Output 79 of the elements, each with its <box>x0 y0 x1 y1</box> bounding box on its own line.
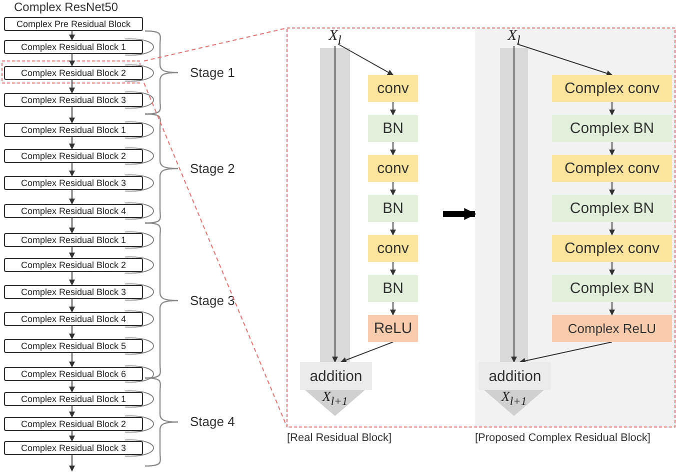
arrow <box>69 80 75 94</box>
zoom-guide-line <box>144 28 288 62</box>
arrow <box>69 298 75 313</box>
arrow <box>69 30 75 41</box>
residual-block-box: Complex Residual Block 3 <box>4 176 143 190</box>
arrow <box>69 406 75 418</box>
residual-block-box: Complex Residual Block 3 <box>4 285 143 299</box>
arrow <box>69 272 75 286</box>
conv-layer-box: Complex conv <box>552 155 672 182</box>
residual-block-box: Complex Residual Block 1 <box>4 123 143 137</box>
arrow <box>69 106 75 124</box>
arrow <box>69 380 75 393</box>
arrow <box>69 454 75 472</box>
relu-box: Complex ReLU <box>552 315 672 342</box>
batch-norm-box: BN <box>368 115 418 142</box>
arrow <box>390 222 396 236</box>
residual-block-box: Complex Residual Block 1 <box>4 392 143 406</box>
residual-block-box: Complex Residual Block 2 <box>4 149 143 163</box>
conv-layer-box: conv <box>368 235 418 262</box>
arrow <box>519 342 612 364</box>
input-label: X$_{l}$ <box>315 30 355 46</box>
residual-block-box: Complex Residual Block 1 <box>4 233 143 247</box>
relu-box: ReLU <box>368 315 418 342</box>
residual-block-box: Complex Residual Block 6 <box>4 367 143 381</box>
input-label: X$_{l}$ <box>494 30 534 46</box>
addition-box: addition <box>300 362 372 390</box>
conv-layer-box: conv <box>368 75 418 102</box>
arrow <box>511 46 517 363</box>
batch-norm-box: BN <box>368 275 418 302</box>
arrow <box>390 302 396 316</box>
diagram-title: Complex ResNet50 <box>14 0 118 14</box>
stage-label: Stage 4 <box>190 414 235 429</box>
conv-layer-box: Complex conv <box>552 75 672 102</box>
residual-block-box: Complex Residual Block 4 <box>4 312 143 326</box>
batch-norm-box: Complex BN <box>552 275 672 302</box>
arrow <box>609 182 615 196</box>
residual-block-box: Complex Residual Block 2 <box>4 417 143 431</box>
arrow <box>69 352 75 368</box>
residual-block-box: Complex Residual Block 2 <box>4 258 143 272</box>
stage-label: Stage 1 <box>190 64 235 80</box>
zoom-guide-line <box>144 82 288 428</box>
residual-block-box: Complex Residual Block 3 <box>4 441 143 455</box>
arrow <box>390 142 396 156</box>
batch-norm-box: Complex BN <box>552 195 672 222</box>
arrow <box>69 162 75 177</box>
residual-block-box: Complex Pre Residual Block <box>4 17 143 31</box>
block-arrow <box>443 208 476 220</box>
arrow <box>516 44 613 76</box>
arrow <box>609 102 615 116</box>
arrow <box>332 46 338 363</box>
residual-block-box: Complex Residual Block 4 <box>4 204 143 218</box>
conv-layer-box: Complex conv <box>552 235 672 262</box>
panel-caption: [Real Residual Block] <box>287 432 392 444</box>
arrow <box>69 190 75 205</box>
arrow <box>609 222 615 236</box>
residual-block-box: Complex Residual Block 2 <box>4 66 143 80</box>
arrow <box>390 182 396 196</box>
arrow <box>69 54 75 67</box>
arrow <box>340 342 394 363</box>
arrow <box>609 142 615 156</box>
residual-block-box: Complex Residual Block 3 <box>4 93 143 107</box>
panel-caption: [Proposed Complex Residual Block] <box>475 432 650 444</box>
arrow <box>69 430 75 442</box>
batch-norm-box: Complex BN <box>552 115 672 142</box>
arrow <box>69 246 75 259</box>
stage-label: Stage 2 <box>190 160 235 176</box>
arrow <box>390 262 396 276</box>
batch-norm-box: BN <box>368 195 418 222</box>
residual-block-box: Complex Residual Block 5 <box>4 339 143 353</box>
arrow <box>338 44 394 76</box>
arrow <box>609 302 615 316</box>
conv-layer-box: conv <box>368 155 418 182</box>
arrow <box>390 102 396 116</box>
arrow <box>69 326 75 340</box>
arrow <box>69 136 75 150</box>
arrow <box>69 218 75 234</box>
arrow <box>609 262 615 276</box>
residual-block-box: Complex Residual Block 1 <box>4 40 143 54</box>
addition-box: addition <box>479 362 551 390</box>
